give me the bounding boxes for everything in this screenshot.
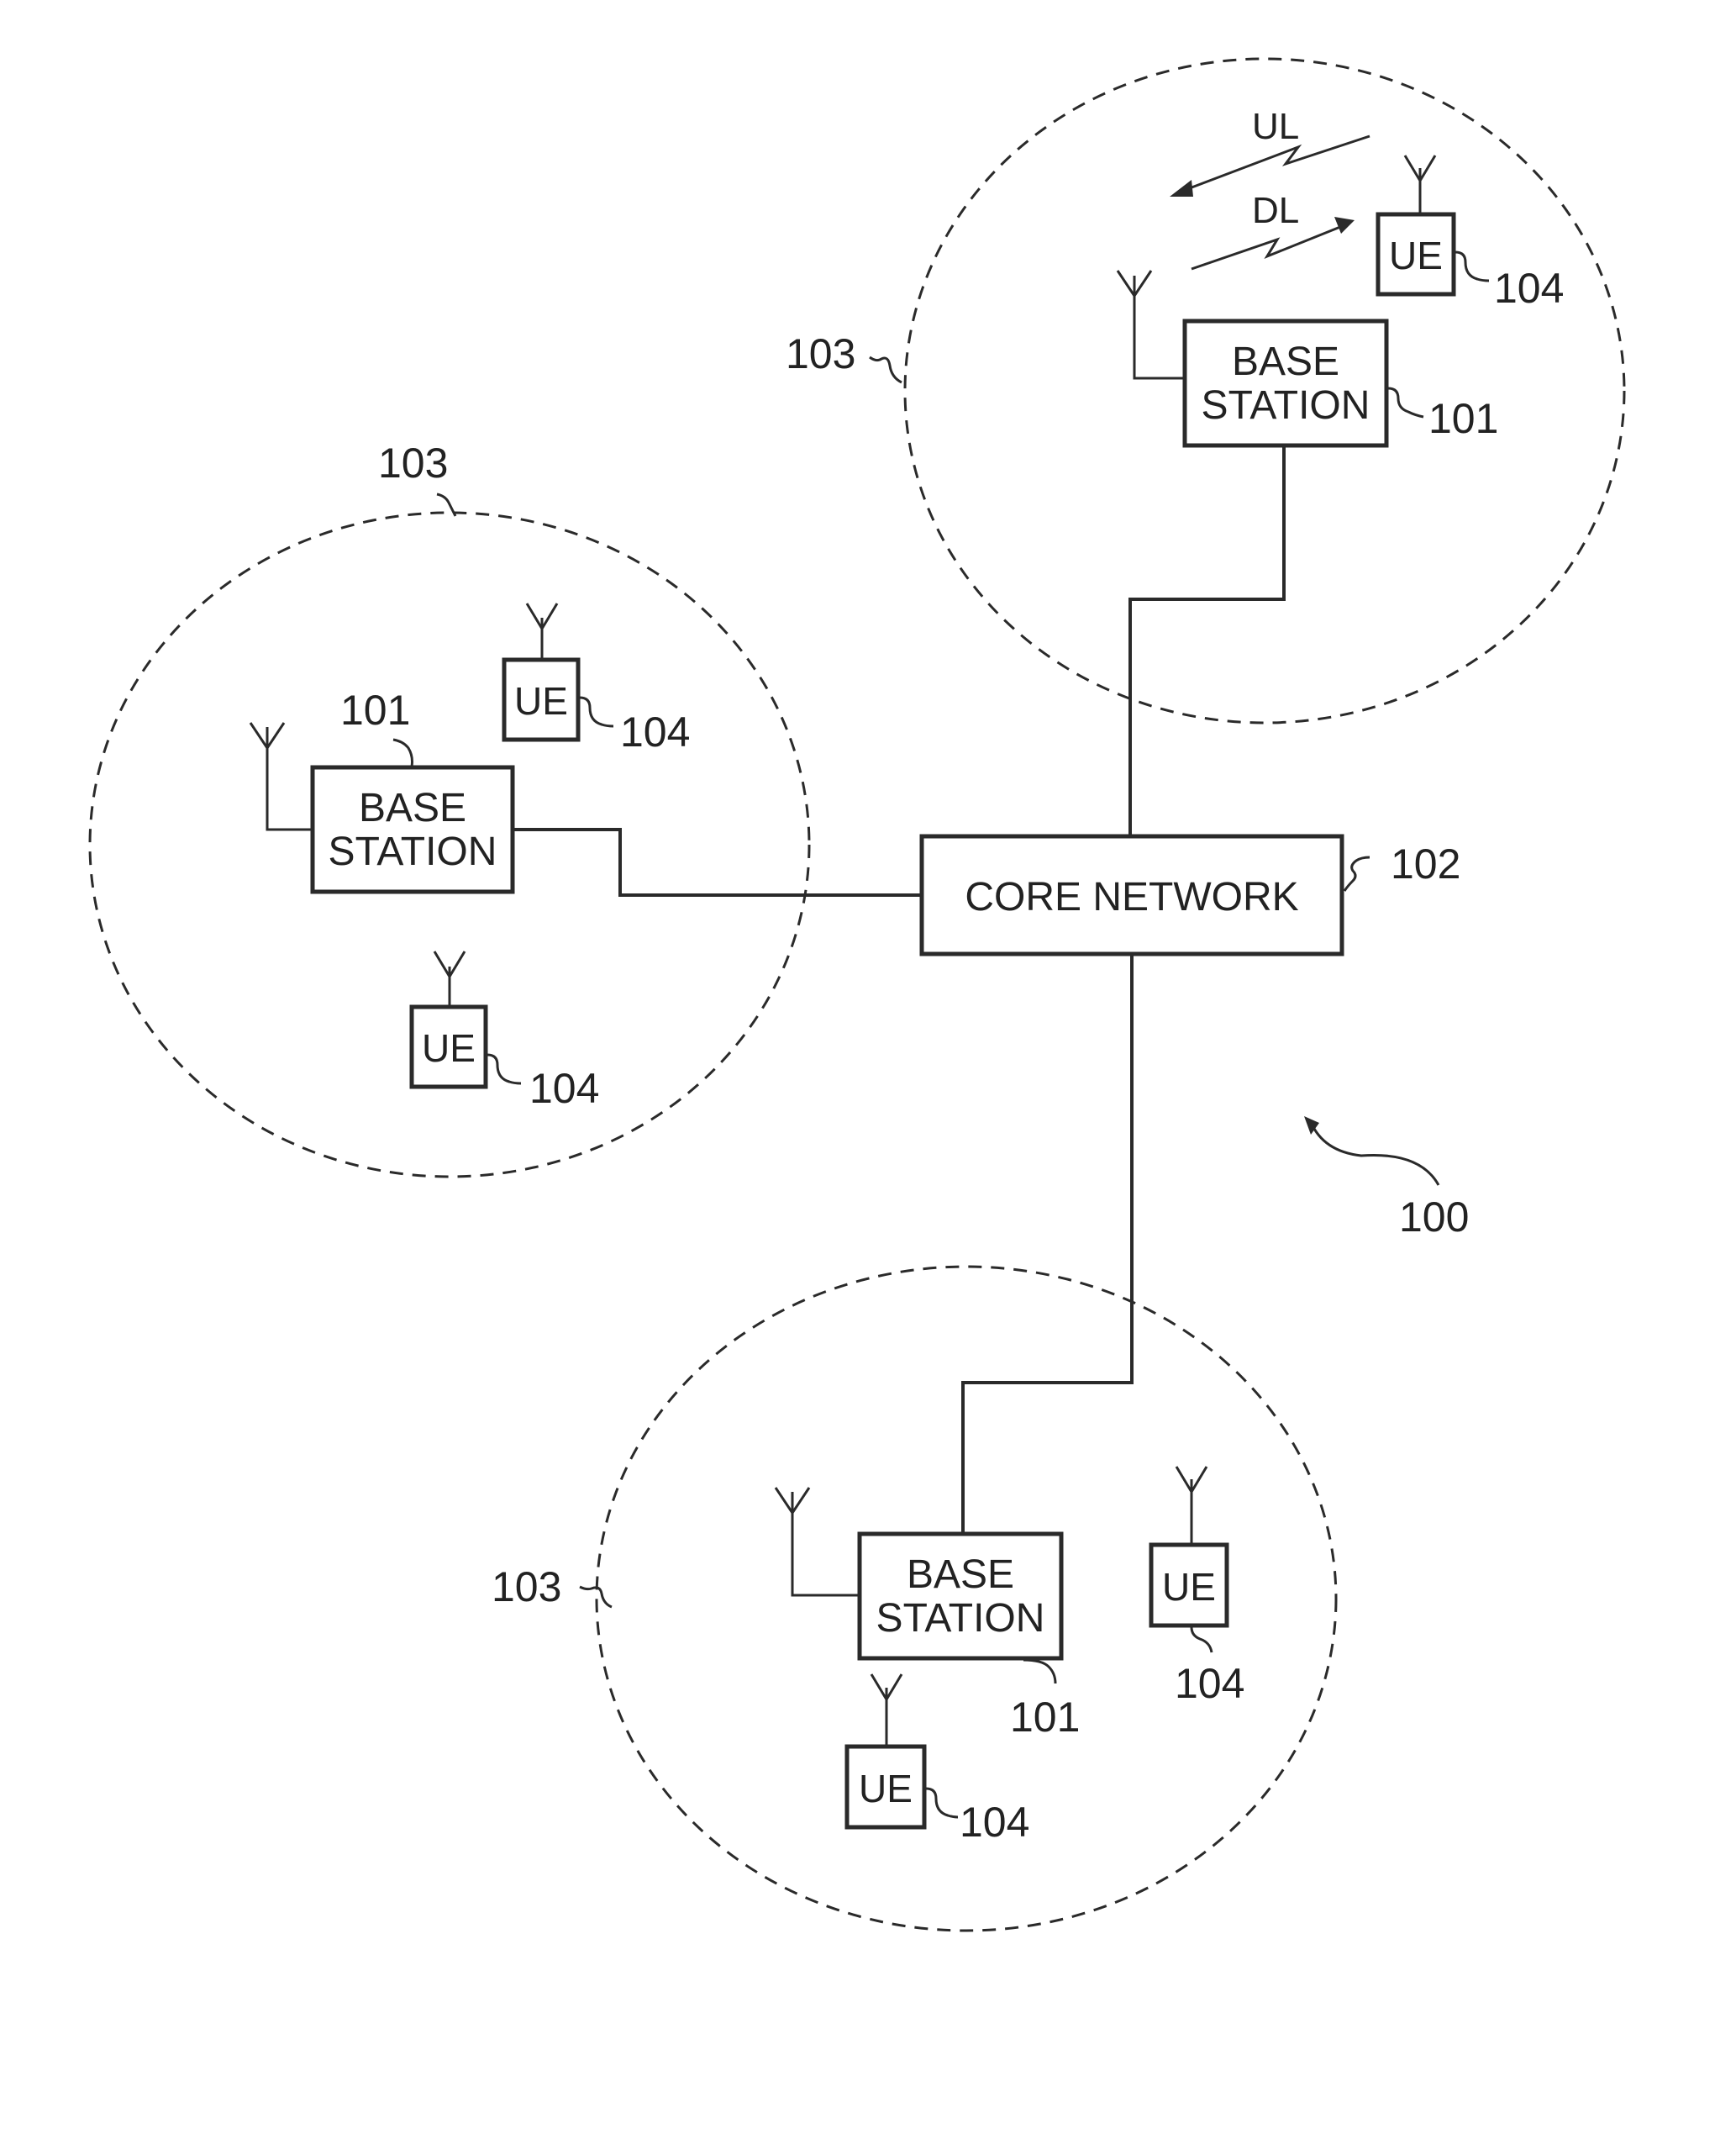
base-station: BASE STATION (860, 1534, 1061, 1658)
ue-device: UE (1378, 214, 1454, 294)
base-station-ref-leader (1023, 1660, 1055, 1683)
base-station-label-line2: STATION (876, 1596, 1045, 1641)
ue-antenna-icon (1176, 1467, 1207, 1545)
base-station-label-line2: STATION (329, 830, 497, 874)
ue-device: UE (847, 1747, 924, 1827)
base-station-label-line1: BASE (1232, 340, 1339, 384)
backhaul-bottom (963, 954, 1132, 1534)
ue-ref-leader (1455, 252, 1489, 281)
cell-ref: 103 (786, 330, 855, 377)
ue-ref: 104 (529, 1065, 599, 1112)
cell-ref-leader (870, 357, 902, 382)
core-network: CORE NETWORK (922, 836, 1342, 954)
core-network-ref: 102 (1391, 840, 1460, 888)
antenna-icon (776, 1488, 860, 1595)
base-station: BASE STATION (313, 767, 513, 892)
base-station-label-line2: STATION (1202, 383, 1370, 428)
base-station-ref: 101 (1428, 395, 1498, 442)
base-station: BASE STATION (1185, 321, 1386, 445)
ue-label: UE (1162, 1565, 1216, 1609)
ue-ref: 104 (960, 1799, 1029, 1846)
base-station-label-line1: BASE (907, 1552, 1014, 1597)
ue-antenna-icon (871, 1674, 902, 1747)
base-station-ref-leader (393, 740, 413, 767)
ue-device: UE (412, 1007, 486, 1087)
cell-ref: 103 (378, 440, 448, 487)
system-ref: 100 (1399, 1193, 1469, 1241)
ue-ref: 104 (1494, 265, 1564, 312)
ue-label: UE (1389, 234, 1443, 277)
ue-antenna-icon (434, 951, 465, 1007)
antenna-icon (1118, 271, 1185, 378)
base-station-ref: 101 (340, 687, 410, 734)
ue-ref-leader (487, 1055, 521, 1083)
ue-device: UE (504, 660, 578, 740)
ue-label: UE (514, 679, 568, 723)
core-network-ref-leader (1344, 857, 1370, 891)
ue-ref-leader (580, 698, 613, 726)
ue-antenna-icon (527, 603, 557, 660)
cell-ref: 103 (492, 1563, 561, 1610)
backhaul-left (513, 830, 922, 895)
antenna-icon (250, 723, 313, 830)
ue-device: UE (1151, 1545, 1227, 1625)
ue-label: UE (422, 1026, 476, 1070)
core-network-label: CORE NETWORK (965, 875, 1298, 919)
system-ref-leader (1311, 1122, 1439, 1185)
ue-ref-leader (1192, 1627, 1212, 1652)
downlink-label: DL (1252, 190, 1299, 231)
base-station-label-line1: BASE (359, 786, 466, 830)
base-station-ref: 101 (1010, 1694, 1080, 1741)
ue-label: UE (859, 1767, 913, 1810)
ue-antenna-icon (1405, 155, 1435, 214)
base-station-ref-leader (1388, 388, 1423, 417)
ue-ref: 104 (620, 709, 690, 756)
ue-ref-leader (926, 1789, 958, 1817)
backhaul-top-right (1130, 445, 1284, 836)
uplink-label: UL (1252, 106, 1299, 147)
ue-ref: 104 (1175, 1660, 1244, 1707)
